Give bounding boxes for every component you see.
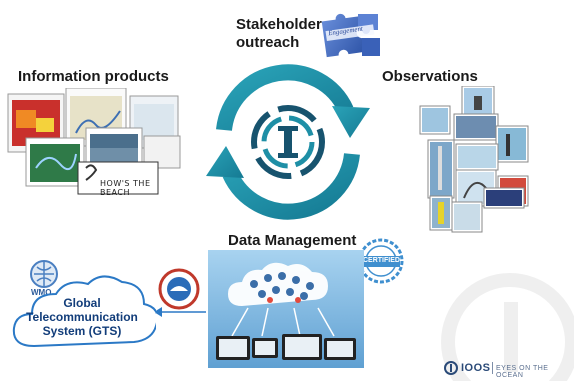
puzzle-image: Engagement — [318, 8, 384, 60]
information-products-collage: HOW'S THE BEACH — [6, 87, 182, 197]
certified-badge: CERTIFIED — [358, 238, 404, 284]
information-products-label: Information products — [18, 68, 169, 85]
gts-cloud: Global Telecommunication System (GTS) — [6, 272, 159, 358]
observations-collage — [418, 85, 530, 234]
wmo-logo: WMO — [28, 258, 60, 298]
certified-text: CERTIFIED — [363, 257, 400, 264]
ioos-tagline: EYES ON THE OCEAN — [496, 365, 549, 379]
watermark-emblem — [420, 262, 574, 386]
ioos-divider — [492, 362, 493, 374]
hows-the-beach-label: HOW'S THE BEACH — [100, 179, 151, 197]
wmo-label: WMO — [31, 288, 52, 297]
nws-logo — [158, 268, 200, 310]
cycle-diagram — [200, 58, 376, 226]
gts-label: Global Telecommunication System (GTS) — [26, 296, 138, 338]
flow-arrow-to-gts — [152, 304, 208, 320]
observations-label: Observations — [382, 68, 478, 85]
stakeholder-outreach-label: Stakeholder outreach — [236, 16, 322, 51]
data-management-illustration — [208, 250, 364, 368]
ioos-logo-text: IOOS — [461, 362, 491, 374]
ioos-logo: IOOS EYES ON THE OCEAN — [444, 360, 572, 379]
data-management-label: Data Management — [228, 232, 357, 249]
